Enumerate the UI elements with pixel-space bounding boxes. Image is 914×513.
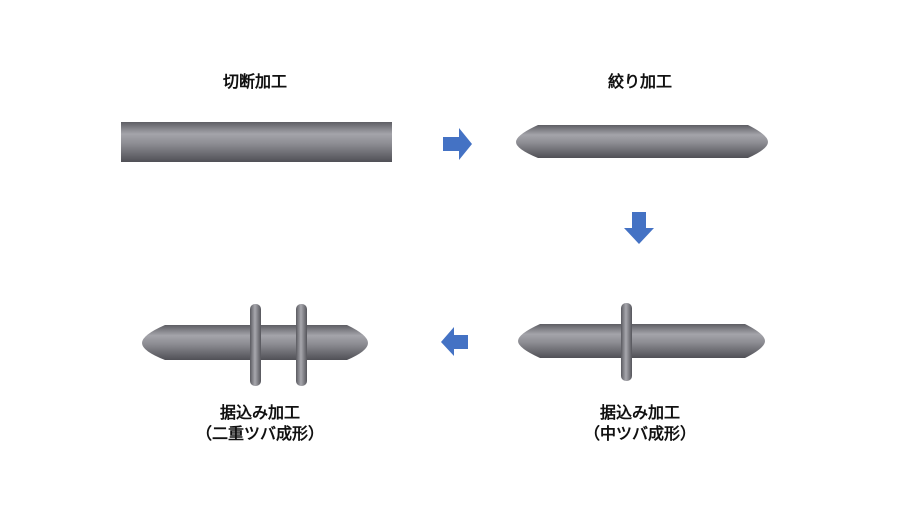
upset-rod-double-flange [142,304,368,386]
cut-bar [121,122,392,162]
step-double-flange-subtitle: （二重ツバ成形） [195,424,324,443]
step-single-flange-subtitle: （中ツバ成形） [583,424,696,443]
step-drawing-title: 絞り加工 [607,72,672,91]
upset-rod-single-flange [518,303,765,381]
arrow-down-icon [624,212,654,244]
step-cutting-label: 切断加工 [170,71,340,92]
arrow-right-icon [443,128,472,160]
step-double-flange-label: 据込み加工 （二重ツバ成形） [165,402,355,444]
step-drawing-label: 絞り加工 [555,71,725,92]
step-single-flange-label: 据込み加工 （中ツバ成形） [545,402,735,444]
step-cutting-title: 切断加工 [222,72,287,91]
drawn-rod [516,125,768,158]
arrow-left-icon [441,327,468,356]
step-double-flange-title: 据込み加工 [219,403,300,422]
step-single-flange-title: 据込み加工 [599,403,680,422]
